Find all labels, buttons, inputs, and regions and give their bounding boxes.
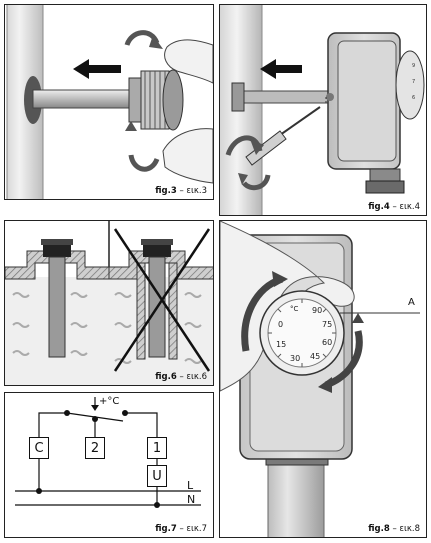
fig3-illustration: [6, 5, 213, 199]
fig3-caption: fig.3 – εικ.3: [155, 186, 207, 196]
dial-mark-0: 0: [278, 320, 283, 329]
load-box-u: U: [147, 465, 167, 487]
temperature-dial: 90 75 60 45 30 15 0 °C: [259, 290, 345, 376]
pipe: [267, 460, 325, 537]
dial-mark-90: 90: [312, 306, 322, 315]
hand-upper: [164, 39, 213, 84]
terminal-box-2: 2: [85, 437, 105, 459]
dial-mark-45: 45: [310, 352, 320, 361]
figure-3-panel: fig.3 – εικ.3: [4, 4, 214, 200]
fig7-wiring-diagram: [15, 397, 201, 508]
callout-a: A: [408, 297, 415, 308]
correct-installation: [5, 239, 110, 385]
figure-7-panel: C 2 1 U +°C L N fig.7 – εικ.7: [4, 392, 214, 538]
dial-mark-30: 30: [290, 354, 300, 363]
terminal-box-c: C: [29, 437, 49, 459]
fig4-illustration: 9 7 6: [220, 5, 425, 215]
sensor-rod: [237, 90, 331, 104]
figure-4-panel: 9 7 6 fig.4 – εικ.4: [219, 4, 427, 216]
filled-arrow-icon: [73, 59, 121, 79]
svg-text:6: 6: [412, 95, 415, 101]
svg-text:9: 9: [412, 63, 415, 69]
filled-arrow-icon: [260, 59, 302, 79]
dial-mark-75: 75: [322, 320, 332, 329]
rotation-arrows-icon: [242, 174, 271, 191]
x-mark-icon: [113, 228, 211, 372]
threaded-fitting: [128, 69, 184, 131]
fig8-caption: fig.8 – εικ.8: [368, 524, 420, 534]
sensor-rod: [32, 89, 134, 109]
thermostat-housing: 9 7 6: [326, 32, 425, 194]
line-label-n: N: [187, 493, 196, 506]
rotation-arrows-icon: [128, 154, 160, 172]
fig6-caption: fig.6 – εικ.6: [155, 372, 207, 382]
incorrect-installation: [108, 228, 213, 385]
fig8-illustration: 90 75 60 45 30 15 0 °C: [220, 221, 420, 537]
figure-6-panel: fig.6 – εικ.6: [4, 220, 214, 386]
dial-mark-15: 15: [276, 340, 286, 349]
hand-lower: [162, 128, 213, 184]
temp-label: +°C: [99, 396, 120, 407]
fig4-caption: fig.4 – εικ.4: [368, 202, 420, 212]
terminal-box-1: 1: [147, 437, 167, 459]
svg-text:7: 7: [412, 79, 415, 85]
line-label-l: L: [187, 479, 194, 492]
figure-8-panel: 90 75 60 45 30 15 0 °C A fig.8 – εικ.8: [219, 220, 427, 538]
dial-unit: °C: [290, 305, 299, 313]
fig7-caption: fig.7 – εικ.7: [155, 524, 207, 534]
fig6-illustration: [5, 221, 213, 385]
dial-mark-60: 60: [322, 338, 332, 347]
